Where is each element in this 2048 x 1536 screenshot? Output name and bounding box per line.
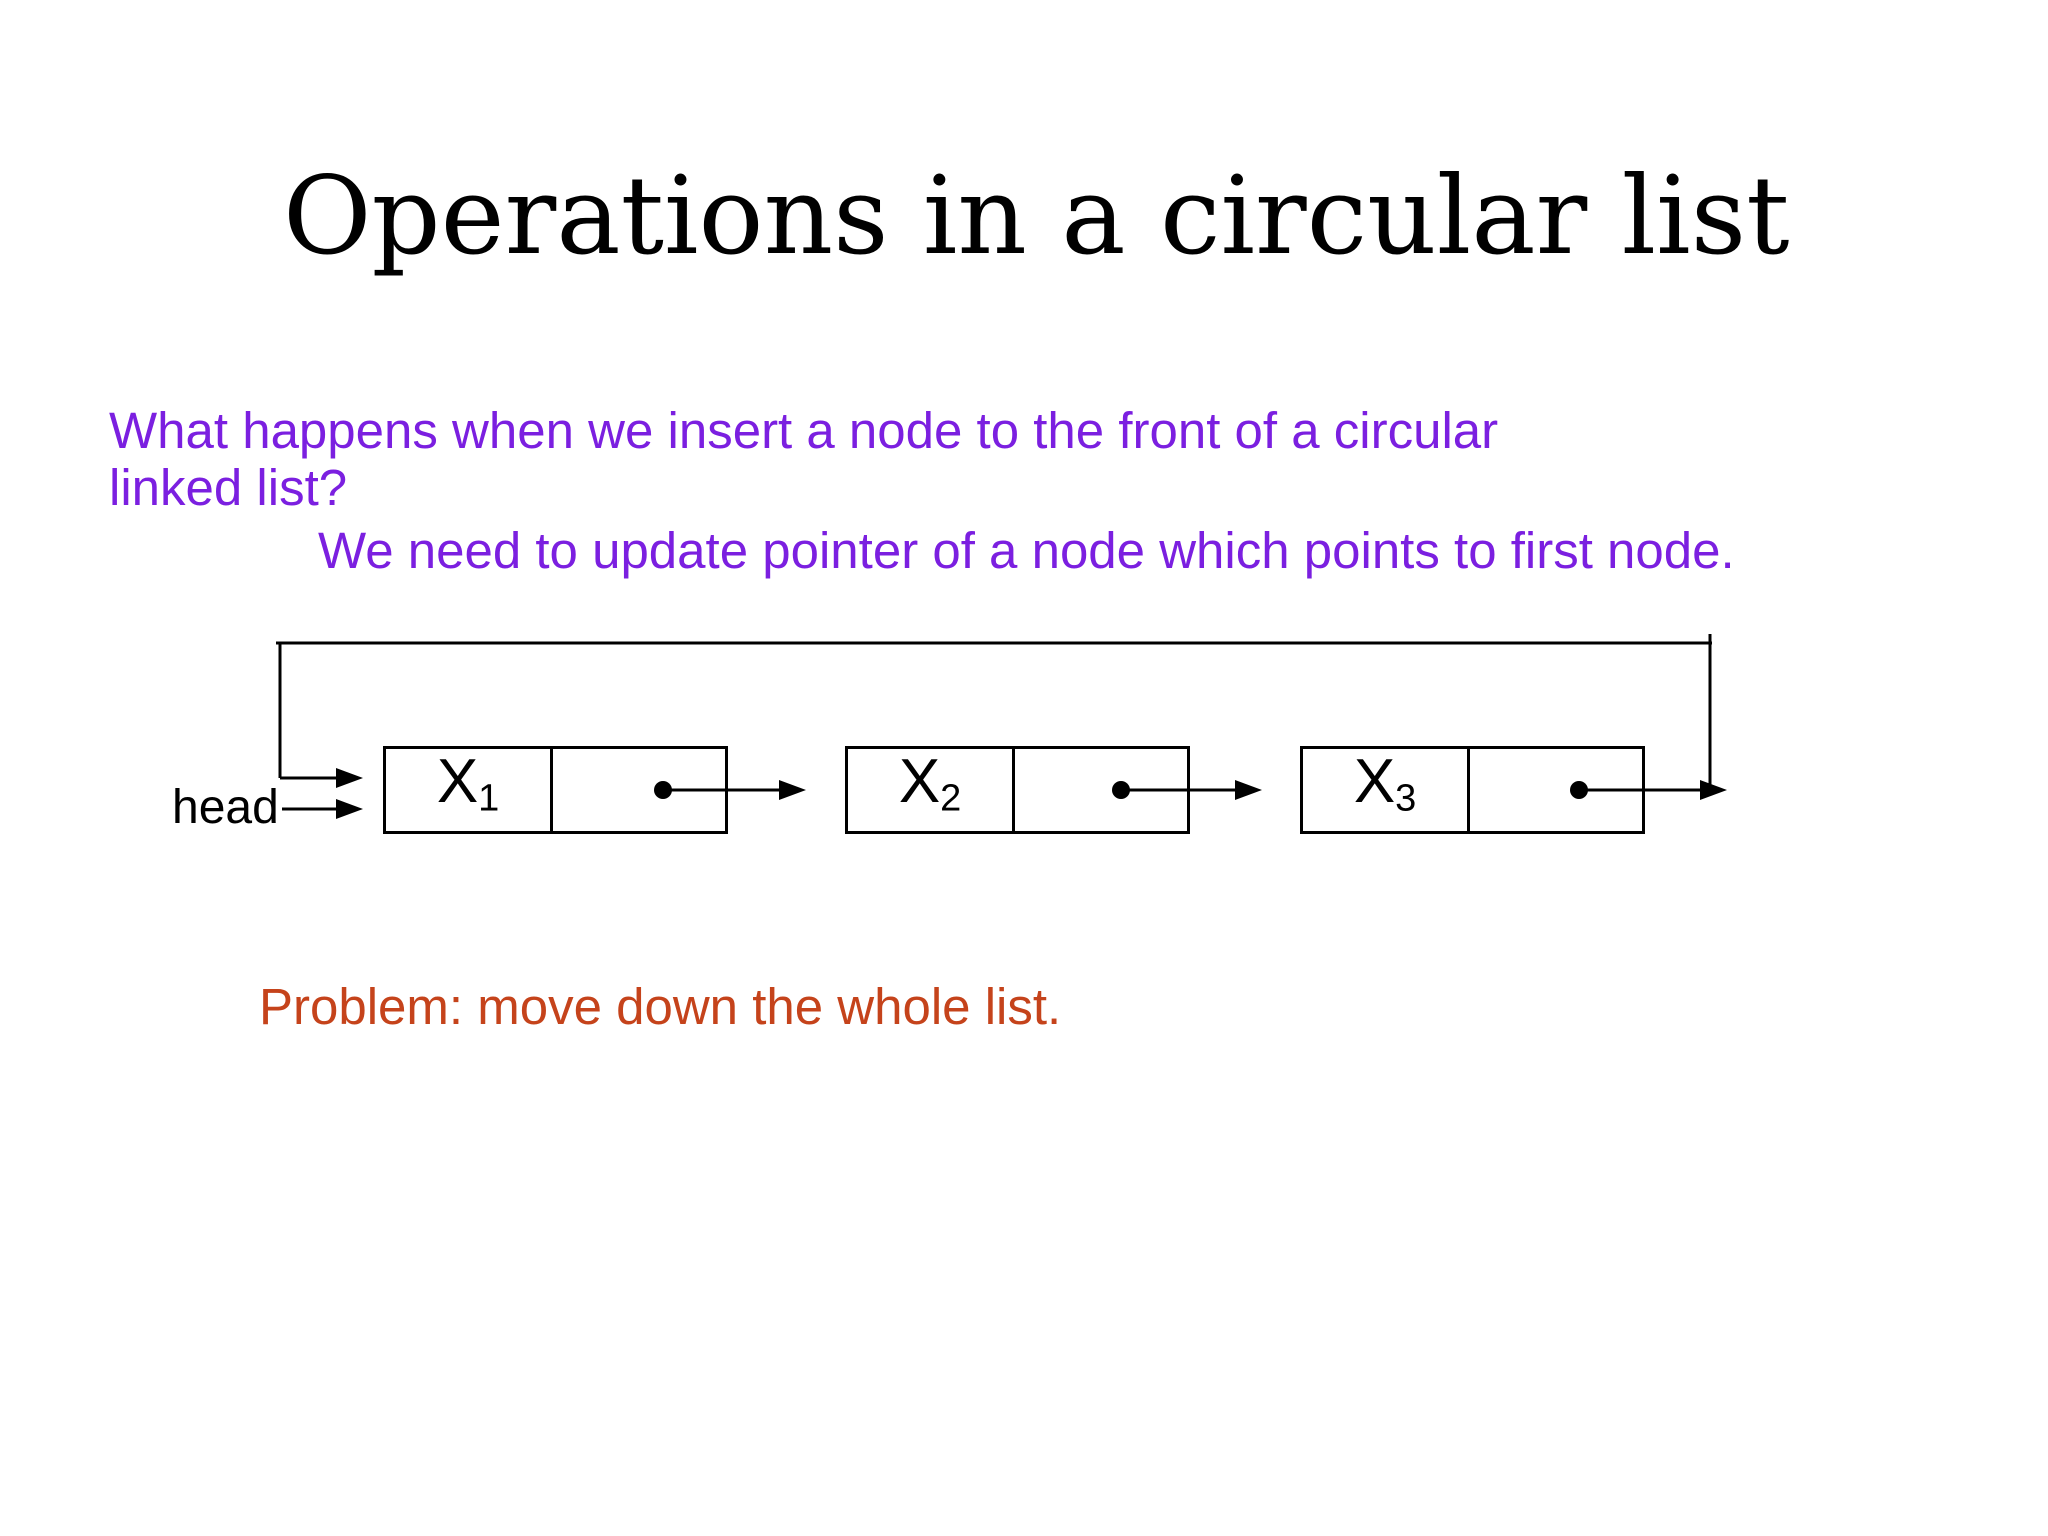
node2-subscript: 2 (940, 777, 962, 820)
question-text: What happens when we insert a node to th… (109, 402, 1498, 516)
node-box-1: X1 (383, 746, 728, 834)
node3-label: X3 (1353, 746, 1417, 820)
node1-next-arrowhead (779, 780, 806, 800)
node1-subscript: 1 (478, 777, 500, 820)
question-line-2: linked list? (109, 459, 348, 516)
head-pointer-label: head (172, 781, 279, 834)
note-text: We need to update pointer of a node whic… (318, 522, 1735, 579)
node2-label: X2 (898, 746, 962, 820)
node1-data-cell: X1 (386, 746, 554, 831)
node2-next-arrowhead (1235, 780, 1262, 800)
node3-data-cell: X3 (1303, 746, 1471, 831)
node2-data-cell: X2 (848, 746, 1016, 831)
circular-link-arrowhead (336, 768, 363, 788)
node1-label: X1 (436, 746, 500, 820)
node3-next-arrowhead (1700, 780, 1727, 800)
node-box-3: X3 (1300, 746, 1645, 834)
problem-text: Problem: move down the whole list. (259, 978, 1062, 1035)
head-arrowhead (336, 799, 363, 819)
node3-subscript: 3 (1395, 777, 1417, 820)
page-title: Operations in a circular list (283, 154, 1790, 279)
question-line-1: What happens when we insert a node to th… (109, 402, 1499, 459)
